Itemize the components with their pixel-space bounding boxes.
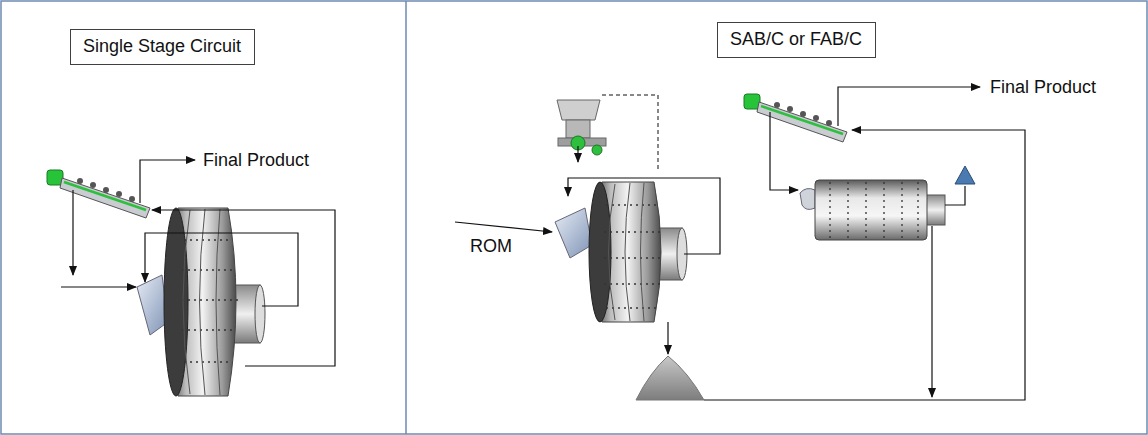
title-box: Single Stage Circuit [70,29,255,65]
title-text: Single Stage Circuit [83,36,242,58]
product-label: Final Product [990,77,1096,99]
product-label: Final Product [203,150,309,172]
title-text: SAB/C or FAB/C [730,29,863,51]
title-box: SAB/C or FAB/C [717,22,876,58]
feed-label: ROM [470,236,512,258]
